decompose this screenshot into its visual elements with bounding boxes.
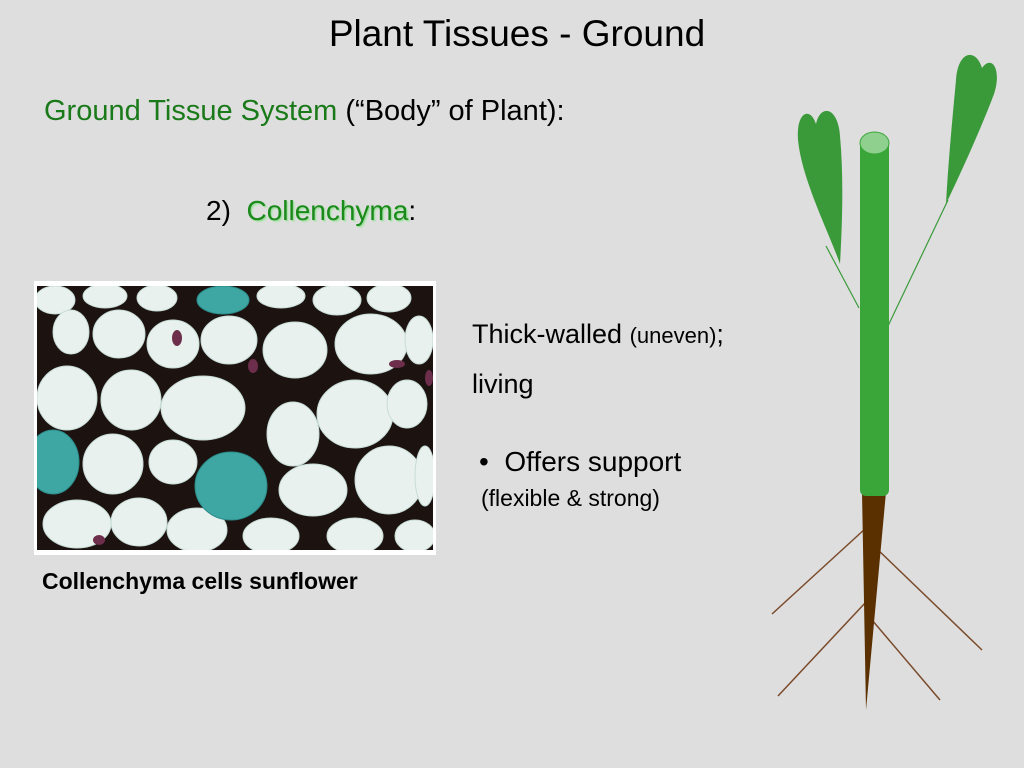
- bullet-subtext: (flexible & strong): [481, 485, 660, 511]
- description-semicolon: ;: [716, 319, 724, 349]
- description-qualifier: (uneven): [629, 323, 717, 348]
- bullet-marker: •: [479, 446, 489, 477]
- section-heading-rest: (“Body” of Plant):: [337, 95, 565, 127]
- list-item-collenchyma: 2) Collenchyma:: [206, 192, 416, 230]
- collenchyma-micrograph: [34, 281, 436, 555]
- bullet-item: • Offers support: [479, 443, 681, 481]
- item-term: Collenchyma: [246, 195, 409, 226]
- description-block: Thick-walled (uneven); living: [472, 310, 724, 408]
- slide-title: Plant Tissues - Ground: [328, 13, 706, 54]
- bullet-text: Offers support: [504, 446, 682, 477]
- section-heading: Ground Tissue System (“Body” of Plant):: [44, 92, 565, 130]
- item-colon: :: [408, 195, 417, 226]
- image-caption: Collenchyma cells sunflower: [42, 568, 358, 594]
- description-line-2: living: [472, 369, 534, 399]
- plant-diagram-icon: [771, 54, 997, 710]
- micrograph-drawing: [37, 286, 433, 550]
- description-main: Thick-walled: [472, 319, 623, 349]
- section-heading-highlight: Ground Tissue System: [44, 95, 338, 127]
- description-line-1: Thick-walled (uneven);: [472, 310, 724, 360]
- item-number: 2): [206, 195, 231, 226]
